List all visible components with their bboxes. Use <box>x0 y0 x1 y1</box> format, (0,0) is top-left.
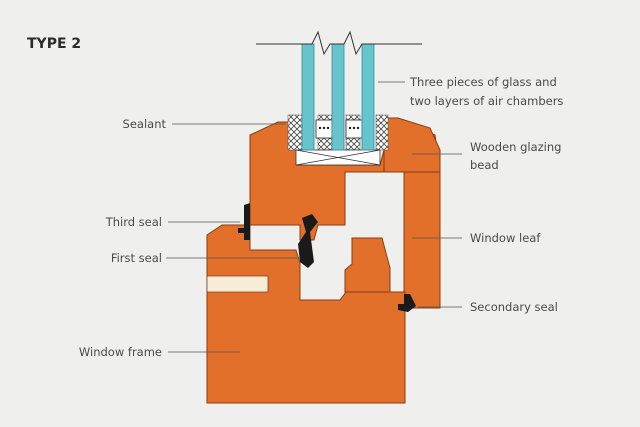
third-seal <box>238 203 250 240</box>
secondary-seal <box>398 294 416 312</box>
glass-pane-3 <box>361 43 375 151</box>
glass-pane-2 <box>331 43 345 151</box>
glazing-bead-shape <box>383 117 441 173</box>
label-secondary-seal: Secondary seal <box>470 300 558 314</box>
label-bead-1: Wooden glazing <box>470 140 561 154</box>
label-window-leaf: Window leaf <box>470 231 541 245</box>
glass-pane-1 <box>301 43 315 151</box>
break-line <box>256 30 422 56</box>
first-seal <box>298 214 318 268</box>
label-third-seal: Third seal <box>105 215 162 229</box>
spacer-hatch-right <box>375 114 389 151</box>
label-window-frame: Window frame <box>79 345 162 359</box>
window-frame-shape <box>206 224 406 404</box>
spacer-hatch-left <box>287 114 303 151</box>
diagram-title: TYPE 2 <box>27 36 81 52</box>
label-glass-1: Three pieces of glass and <box>409 75 557 89</box>
label-glass-2: two layers of air chambers <box>410 94 563 108</box>
label-bead-2: bead <box>470 158 499 172</box>
label-first-seal: First seal <box>111 251 162 265</box>
frame-gap <box>206 275 269 293</box>
label-sealant: Sealant <box>123 117 167 131</box>
